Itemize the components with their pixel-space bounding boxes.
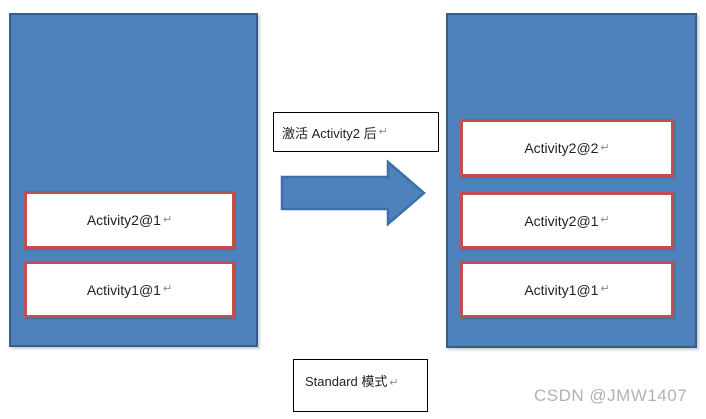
return-mark-icon: ↵: [162, 283, 173, 295]
activity-box-label: Activity2@2: [524, 140, 599, 156]
right-stack-box-activity2-2: Activity2@2↵: [460, 119, 674, 177]
activity-box-label: Activity1@1: [524, 281, 599, 298]
mode-label: Standard 模式: [305, 374, 388, 389]
mode-label-box: Standard 模式↵: [293, 359, 428, 412]
return-mark-icon: ↵: [162, 213, 173, 226]
return-mark-icon: ↵: [600, 141, 610, 154]
transition-label-box: 激活 Activity2 后↵: [273, 112, 439, 152]
activity-box-label: Activity2@1: [86, 212, 161, 228]
transition-label: 激活 Activity2 后: [282, 125, 377, 141]
return-mark-icon: ↵: [600, 214, 610, 226]
left-stack-box-activity1-1: Activity1@1↵: [24, 261, 235, 318]
return-mark-icon: ↵: [600, 283, 610, 295]
activity-box-label: Activity1@1: [86, 281, 161, 298]
return-mark-icon: ↵: [389, 377, 399, 389]
watermark: CSDN @JMW1407: [534, 386, 688, 405]
right-stack-box-activity2-1: Activity2@1↵: [460, 192, 674, 249]
activity-box-label: Activity2@1: [524, 212, 599, 229]
return-mark-icon: ↵: [378, 125, 388, 138]
right-block-arrow-icon: [280, 159, 426, 227]
left-stack-box-activity2-1: Activity2@1↵: [24, 191, 235, 249]
right-stack-box-activity1-1: Activity1@1↵: [460, 261, 674, 318]
